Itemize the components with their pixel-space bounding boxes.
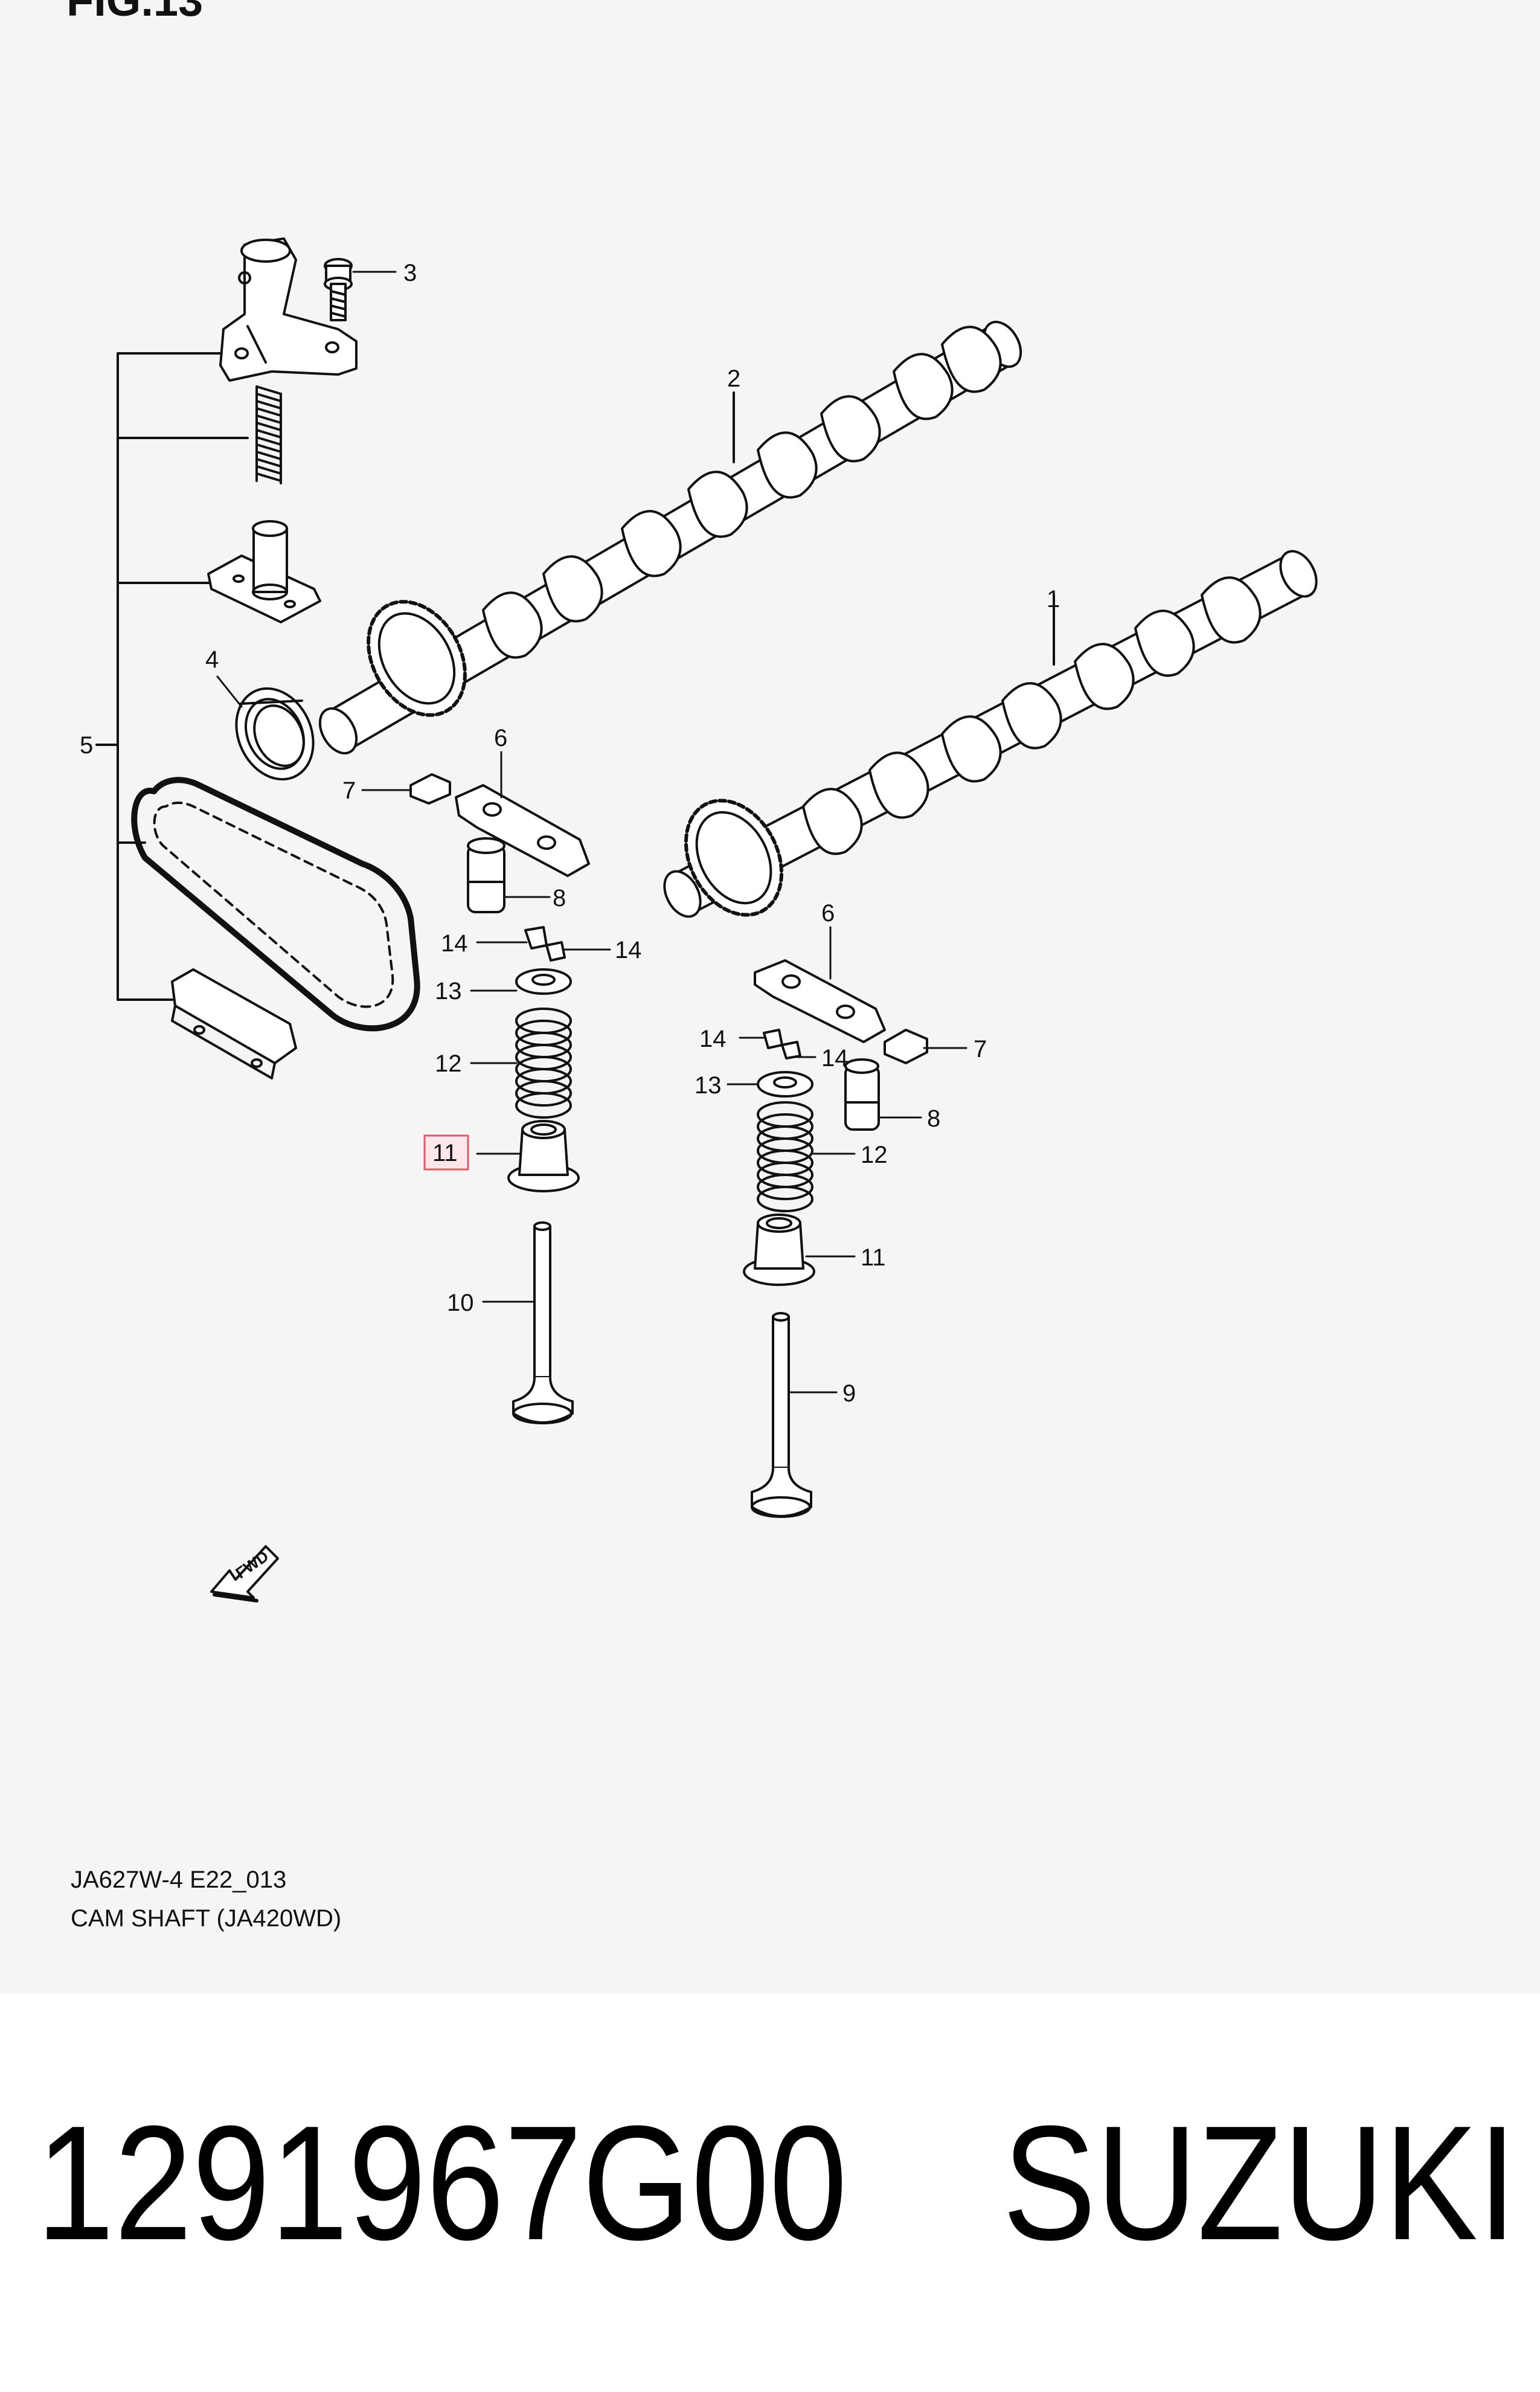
part-number: 1291967G00: [36, 2092, 847, 2274]
left-valve-keeper-b: [545, 941, 566, 962]
callout-12-left: 12: [435, 1050, 462, 1077]
tensioner-arm: [219, 237, 358, 382]
chain-guide: [171, 968, 297, 1079]
callout-1: 1: [1047, 586, 1060, 612]
right-lash-adjuster: [844, 1058, 880, 1131]
callout-12-right: 12: [861, 1142, 888, 1168]
callout-14-right-b: 14: [821, 1045, 849, 1072]
callout-10: 10: [447, 1290, 474, 1316]
callout-11-right: 11: [861, 1244, 886, 1271]
highlighted-callout-box: [423, 1134, 469, 1171]
tensioner-plunger: [207, 520, 321, 623]
callout-14-right-a: 14: [699, 1026, 727, 1052]
right-valve-spring: [757, 1101, 813, 1212]
left-valve: [512, 1221, 574, 1424]
leader-lines: [216, 271, 967, 1394]
left-valve-spring: [515, 1008, 572, 1119]
right-rocker-arm: [754, 959, 886, 1043]
diagram-caption: JA627W-4 E22_013 CAM SHAFT (JA420WD): [71, 1860, 341, 1938]
callout-8-right: 8: [927, 1105, 940, 1132]
callout-14-left-b: 14: [615, 937, 642, 963]
right-valve-keeper-a: [763, 1029, 783, 1049]
item5-bracket-lines: [95, 352, 249, 1001]
right-valve-stem-seal: [743, 1214, 815, 1286]
timing-chain: [131, 777, 420, 1032]
left-rocker-arm: [455, 784, 590, 877]
left-valve-stem-seal: [507, 1120, 580, 1192]
camshaft-exhaust: [318, 321, 1022, 754]
callout-11-left: 11: [432, 1140, 458, 1166]
callout-5: 5: [80, 732, 93, 759]
right-spring-retainer: [757, 1071, 813, 1098]
figure-title: FIG.13: [66, 0, 204, 25]
callout-9: 9: [842, 1380, 856, 1407]
callout-6-left: 6: [494, 725, 507, 751]
callout-4: 4: [205, 646, 219, 673]
right-valve: [751, 1312, 812, 1518]
diagram-code: JA627W-4 E22_013: [71, 1866, 287, 1893]
camshaft-intake: [663, 550, 1318, 918]
callout-7-left: 7: [342, 777, 356, 804]
callout-13-left: 13: [435, 978, 462, 1005]
callout-13-right: 13: [695, 1072, 722, 1099]
callout-8-left: 8: [553, 885, 566, 911]
callout-2: 2: [727, 365, 740, 392]
right-shim: [884, 1029, 928, 1064]
callout-6-right: 6: [821, 900, 835, 927]
left-valve-keeper-a: [524, 926, 548, 950]
exploded-parts-diagram: 3 2 1 4 5 6 7 8 14 14 13 12 11 10 6 14 1…: [80, 237, 1318, 1603]
callout-3: 3: [403, 260, 417, 286]
diagram-title: CAM SHAFT (JA420WD): [71, 1905, 342, 1932]
callout-labels: 3 2 1 4 5 6 7 8 14 14 13 12 11 10 6 14 1…: [80, 260, 1060, 1582]
fwd-arrow-icon: [210, 1545, 279, 1603]
product-footer: [0, 1993, 1540, 2392]
left-shim: [409, 773, 451, 805]
left-spring-retainer: [515, 968, 572, 995]
right-valve-keeper-b: [781, 1041, 801, 1059]
tensioner-spring: [255, 385, 282, 484]
callout-7-right: 7: [974, 1036, 987, 1063]
left-lash-adjuster: [467, 837, 505, 913]
callout-14-left-a: 14: [441, 930, 468, 957]
oil-seal: [235, 687, 315, 781]
bolt: [324, 258, 353, 321]
brand-name: SUZUKI: [1003, 2092, 1517, 2274]
